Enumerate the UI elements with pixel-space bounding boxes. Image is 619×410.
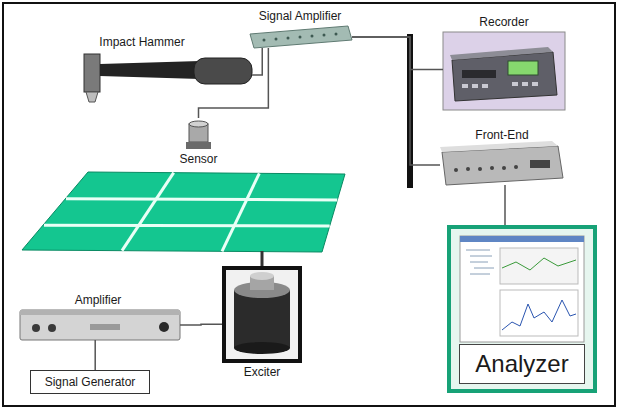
front-end-body: [442, 146, 563, 185]
sensor: Sensor: [185, 118, 212, 150]
hammer-head: [84, 54, 100, 92]
hammer-picture: [84, 54, 252, 102]
signal-generator-box: Signal Generator: [30, 370, 150, 394]
analyzer-ground: [447, 225, 597, 393]
recorder-body: [452, 52, 557, 101]
box-label: Analyzer: [459, 344, 585, 384]
sensor-top: [189, 121, 208, 127]
recorder-top: [450, 47, 553, 60]
cable: [180, 323, 222, 325]
cable: [352, 37, 443, 69]
hammer-handle: [100, 61, 200, 79]
plate-surface: [22, 172, 345, 252]
device-label: Recorder: [479, 15, 528, 29]
test-plate: [22, 172, 345, 252]
plot-curve: [502, 300, 576, 330]
screen-tree: [466, 250, 494, 274]
screen-panel: [500, 248, 578, 284]
device-label: Signal Amplifier: [259, 9, 342, 23]
impact-hammer: Impact Hammer: [80, 52, 252, 102]
grid-line: [222, 173, 259, 251]
sensor-base: [186, 142, 211, 149]
front-end-ports: [454, 160, 550, 172]
cable: [94, 340, 96, 370]
sensor-picture: [186, 121, 211, 149]
amplifier-knob: [32, 324, 40, 332]
recorder-picture: [443, 32, 565, 110]
box-label: Signal Generator: [45, 375, 136, 389]
analyzer-panel: Analyzer: [447, 225, 597, 393]
amplifier-knob: [48, 324, 56, 332]
recorder-slot: [462, 70, 496, 78]
device-label: Exciter: [244, 365, 281, 379]
amplifier-panel: [90, 324, 120, 330]
cable: [199, 48, 269, 118]
device-label: Sensor: [179, 152, 217, 166]
recorder: Recorder: [443, 32, 565, 110]
amplifier-lid: [20, 310, 180, 315]
signal-amplifier-picture: [250, 26, 352, 48]
cable: [352, 37, 440, 165]
cable: [252, 48, 262, 75]
hammer-grip: [194, 58, 252, 84]
screen-window: [460, 236, 584, 342]
device-label: Front-End: [475, 128, 528, 142]
exciter-head-top: [250, 272, 274, 280]
screen-titlebar: [460, 236, 584, 242]
recorder-display: [508, 61, 538, 75]
panel-curve: [502, 258, 576, 270]
amplifier-case: [20, 310, 180, 340]
exciter-body: [234, 290, 290, 348]
amplifier-knob: [159, 322, 169, 332]
recorder-backdrop: [443, 32, 565, 110]
exciter-frame: [224, 268, 300, 361]
device-label: Amplifier: [75, 293, 122, 307]
outer-frame: [3, 3, 615, 406]
recorder-buttons: [462, 82, 538, 88]
exciter-picture: [224, 268, 300, 361]
grid-line: [122, 173, 174, 251]
amplifier-rack: [250, 26, 352, 48]
exciter: Exciter: [222, 266, 302, 363]
power-amplifier-picture: [20, 310, 180, 340]
cable: [504, 185, 506, 225]
front-end-top: [440, 141, 558, 152]
signal-amplifier: Signal Amplifier: [250, 26, 352, 48]
front-end: Front-End: [440, 145, 565, 185]
analyzer-screen: [447, 225, 597, 393]
grid-line: [66, 199, 337, 200]
exciter-base: [234, 342, 290, 354]
amplifier-sockets: [263, 33, 338, 42]
device-label: Impact Hammer: [99, 35, 184, 49]
grid-line: [44, 224, 330, 228]
screen-plot: [500, 290, 578, 336]
hammer-tip: [86, 92, 98, 102]
plate-grid: [44, 173, 337, 252]
front-end-picture: [440, 141, 563, 185]
power-amplifier: Amplifier: [20, 310, 180, 340]
